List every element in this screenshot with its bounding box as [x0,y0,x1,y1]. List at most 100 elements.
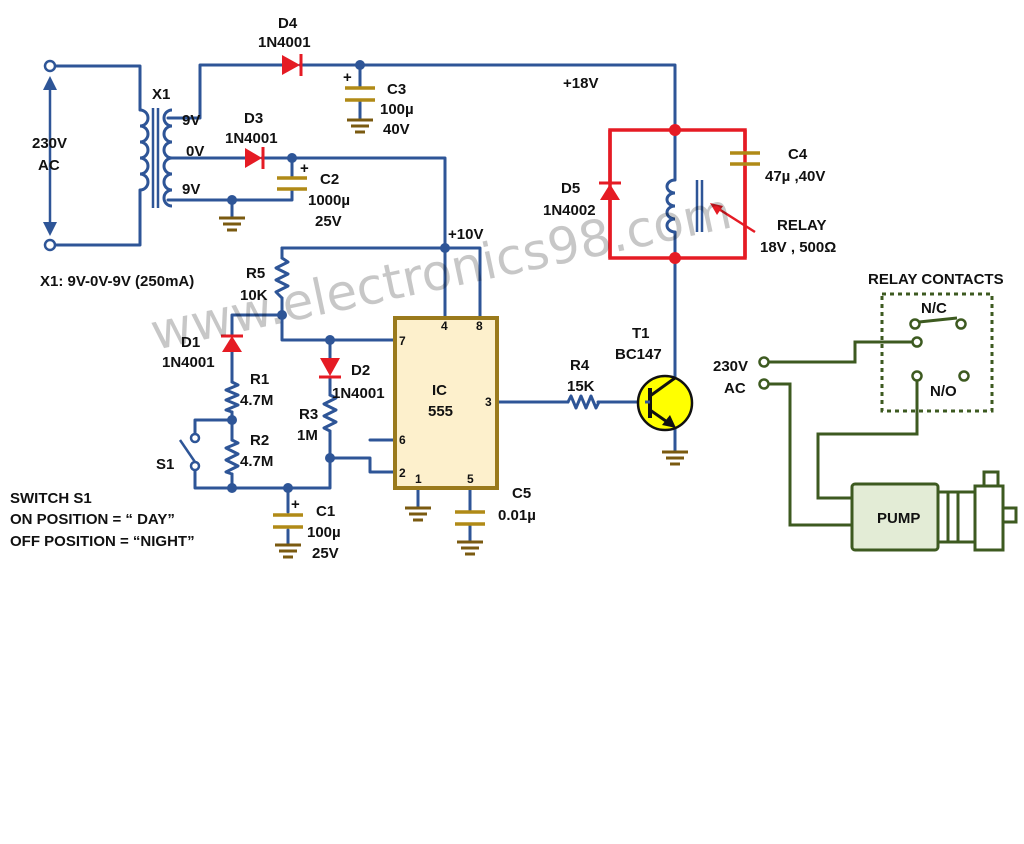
pin-6: 6 [399,433,406,447]
wire-r5-node [230,313,284,338]
transistor-emitter-arrow-icon [662,415,676,428]
label-d5: D5 [561,180,580,197]
wire-c1-node [230,456,332,490]
mains-output-wiring [758,340,919,527]
wire-mains-to-pump [769,382,852,527]
label-switch-off: OFF POSITION = “NIGHT” [10,533,195,550]
relay-contacts-box [880,292,994,413]
label-d2: D2 [351,362,370,379]
capacitor-c4-icon [730,151,760,166]
label-d5-part: 1N4002 [543,202,596,219]
label-r4-val: 15K [567,378,595,395]
secondary-coil-icon [162,108,173,208]
capacitor-c1: + [273,496,303,529]
label-d3: D3 [244,110,263,127]
label-c5: C5 [512,485,531,502]
label-r3-val: 1M [297,427,318,444]
nc-contact-bar-icon [918,316,958,324]
capacitor-c4 [730,151,760,258]
transformer-core-icon [151,108,160,208]
diode-d4-icon [282,55,300,75]
wire-10v-line [260,156,447,250]
pin-5: 5 [467,472,474,486]
capacitor-c3-icon [345,86,375,102]
component-labels: D4 1N4001 C3 100µ 40V +18V X1 9V 0V 9V 2… [10,15,1004,562]
label-x1: X1 [152,86,170,103]
capacitor-c2-icon [277,176,307,191]
diode-d3 [245,147,265,169]
wire-no-to-pump [816,381,919,500]
label-c1-volt: 25V [312,545,339,562]
ic-part: 555 [428,403,453,420]
label-d2-part: 1N4001 [332,385,385,402]
switch-s1-top-contact [189,432,201,444]
pin-4: 4 [441,319,448,333]
ground-emitter-icon [662,450,688,466]
ground-pin1-icon [405,506,431,522]
label-c3: C3 [387,81,406,98]
label-no: N/O [930,383,957,400]
label-nc: N/C [921,300,947,317]
relay-pointer-arrow-icon [713,204,756,234]
label-r2-val: 4.7M [240,453,273,470]
label-relay-contacts: RELAY CONTACTS [868,271,1004,288]
resistor-r2-icon [224,438,240,476]
capacitor-c3: + [343,69,375,102]
label-9v-bottom: 9V [182,181,200,198]
wire-r3-bottom [328,430,397,474]
label-230v-out: 230V [713,358,748,375]
ground-c3-icon [347,118,373,134]
capacitor-c1-icon [273,513,303,529]
label-d4: D4 [278,15,298,32]
label-r5-val: 10K [240,287,268,304]
ground-c1-icon [275,543,301,559]
resistor-r4-icon [566,394,601,410]
label-230v-in: 230V [32,135,67,152]
wire-ac-top [48,64,142,112]
switch-s1-lever-icon [178,439,197,463]
c1-plus: + [291,496,300,513]
pump: PUMP [850,470,1018,552]
label-r4: R4 [570,357,590,374]
resistor-r3-icon [322,393,338,433]
diode-d1 [221,334,243,352]
c2-plus: + [300,160,309,177]
label-ac-out: AC [724,380,746,397]
wire-pin7 [280,313,397,342]
transistor-t1 [636,374,694,432]
label-c1: C1 [316,503,335,520]
c3-plus: + [343,69,352,86]
switch-s1[interactable] [178,432,201,472]
label-r2: R2 [250,432,269,449]
mains-terminal-top[interactable] [758,356,770,368]
wire-ac-bottom [48,188,142,247]
label-switch-title: SWITCH S1 [10,490,92,507]
label-c5-val: 0.01µ [498,507,536,524]
diode-d3-icon [245,148,262,168]
wire-9v-bottom [166,198,234,220]
diode-d4 [282,54,303,76]
mains-terminal-bottom[interactable] [758,378,770,390]
pin-8: 8 [476,319,483,333]
label-c3-volt: 40V [383,121,410,138]
label-relay: RELAY [777,217,826,234]
capacitor-c5-icon [455,510,485,526]
pump-label: PUMP [877,510,920,527]
primary-coil-icon [139,108,150,192]
label-switch-on: ON POSITION = “ DAY” [10,511,175,528]
capacitor-c5 [455,510,485,526]
ac-terminal-bottom[interactable] [43,238,57,252]
label-relay-spec: 18V , 500Ω [760,239,836,256]
relay-coil [665,178,756,234]
relay-coil-icon [665,178,676,234]
ic-label: IC [432,382,447,399]
label-c3-val: 100µ [380,101,414,118]
label-s1: S1 [156,456,174,473]
switch-s1-bottom-contact [189,460,201,472]
pin-2: 2 [399,466,406,480]
pump-outlet-icon [982,470,1018,524]
label-c2: C2 [320,171,339,188]
capacitor-c2: + [277,160,309,191]
wire-10v-rail [280,246,482,320]
ac-terminal-top[interactable] [43,59,57,73]
